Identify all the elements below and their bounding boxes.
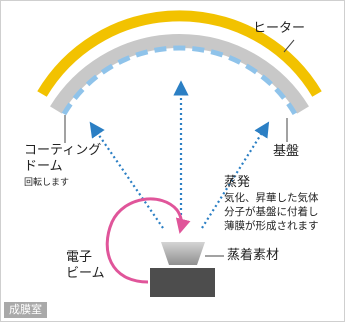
crucible	[150, 268, 215, 297]
evaporation-desc-line1: 気化、昇華した気体	[224, 192, 319, 204]
heater-arc	[37, 10, 322, 97]
coating-dome-label-line2: ドーム	[24, 159, 63, 174]
coating-dome-rotates-note: 回転します	[24, 178, 70, 188]
evaporation-arrow-left	[89, 121, 164, 229]
heater-leader-line	[283, 39, 295, 53]
evaporation-title: 蒸発	[224, 175, 251, 190]
deposition-material-shape	[161, 242, 205, 265]
coating-dome-label-line1: コーティング	[24, 143, 102, 158]
electron-beam-arrow	[105, 197, 191, 284]
deposition-material-label: 蒸着素材	[227, 248, 280, 263]
substrate-segments	[61, 45, 298, 116]
electron-beam-label-line1: 電子	[66, 250, 93, 265]
electron-beam-label-line2: ビーム	[66, 266, 105, 281]
evaporation-desc-line3: 薄膜が形成されます	[224, 220, 319, 232]
coating-dome-arc	[50, 33, 309, 114]
chamber-label: 成膜室	[4, 302, 47, 318]
substrate-label: 基盤	[273, 144, 300, 159]
heater-label: ヒーター	[253, 21, 306, 36]
evaporation-desc-line2: 分子が基盤に付着し	[224, 206, 319, 218]
